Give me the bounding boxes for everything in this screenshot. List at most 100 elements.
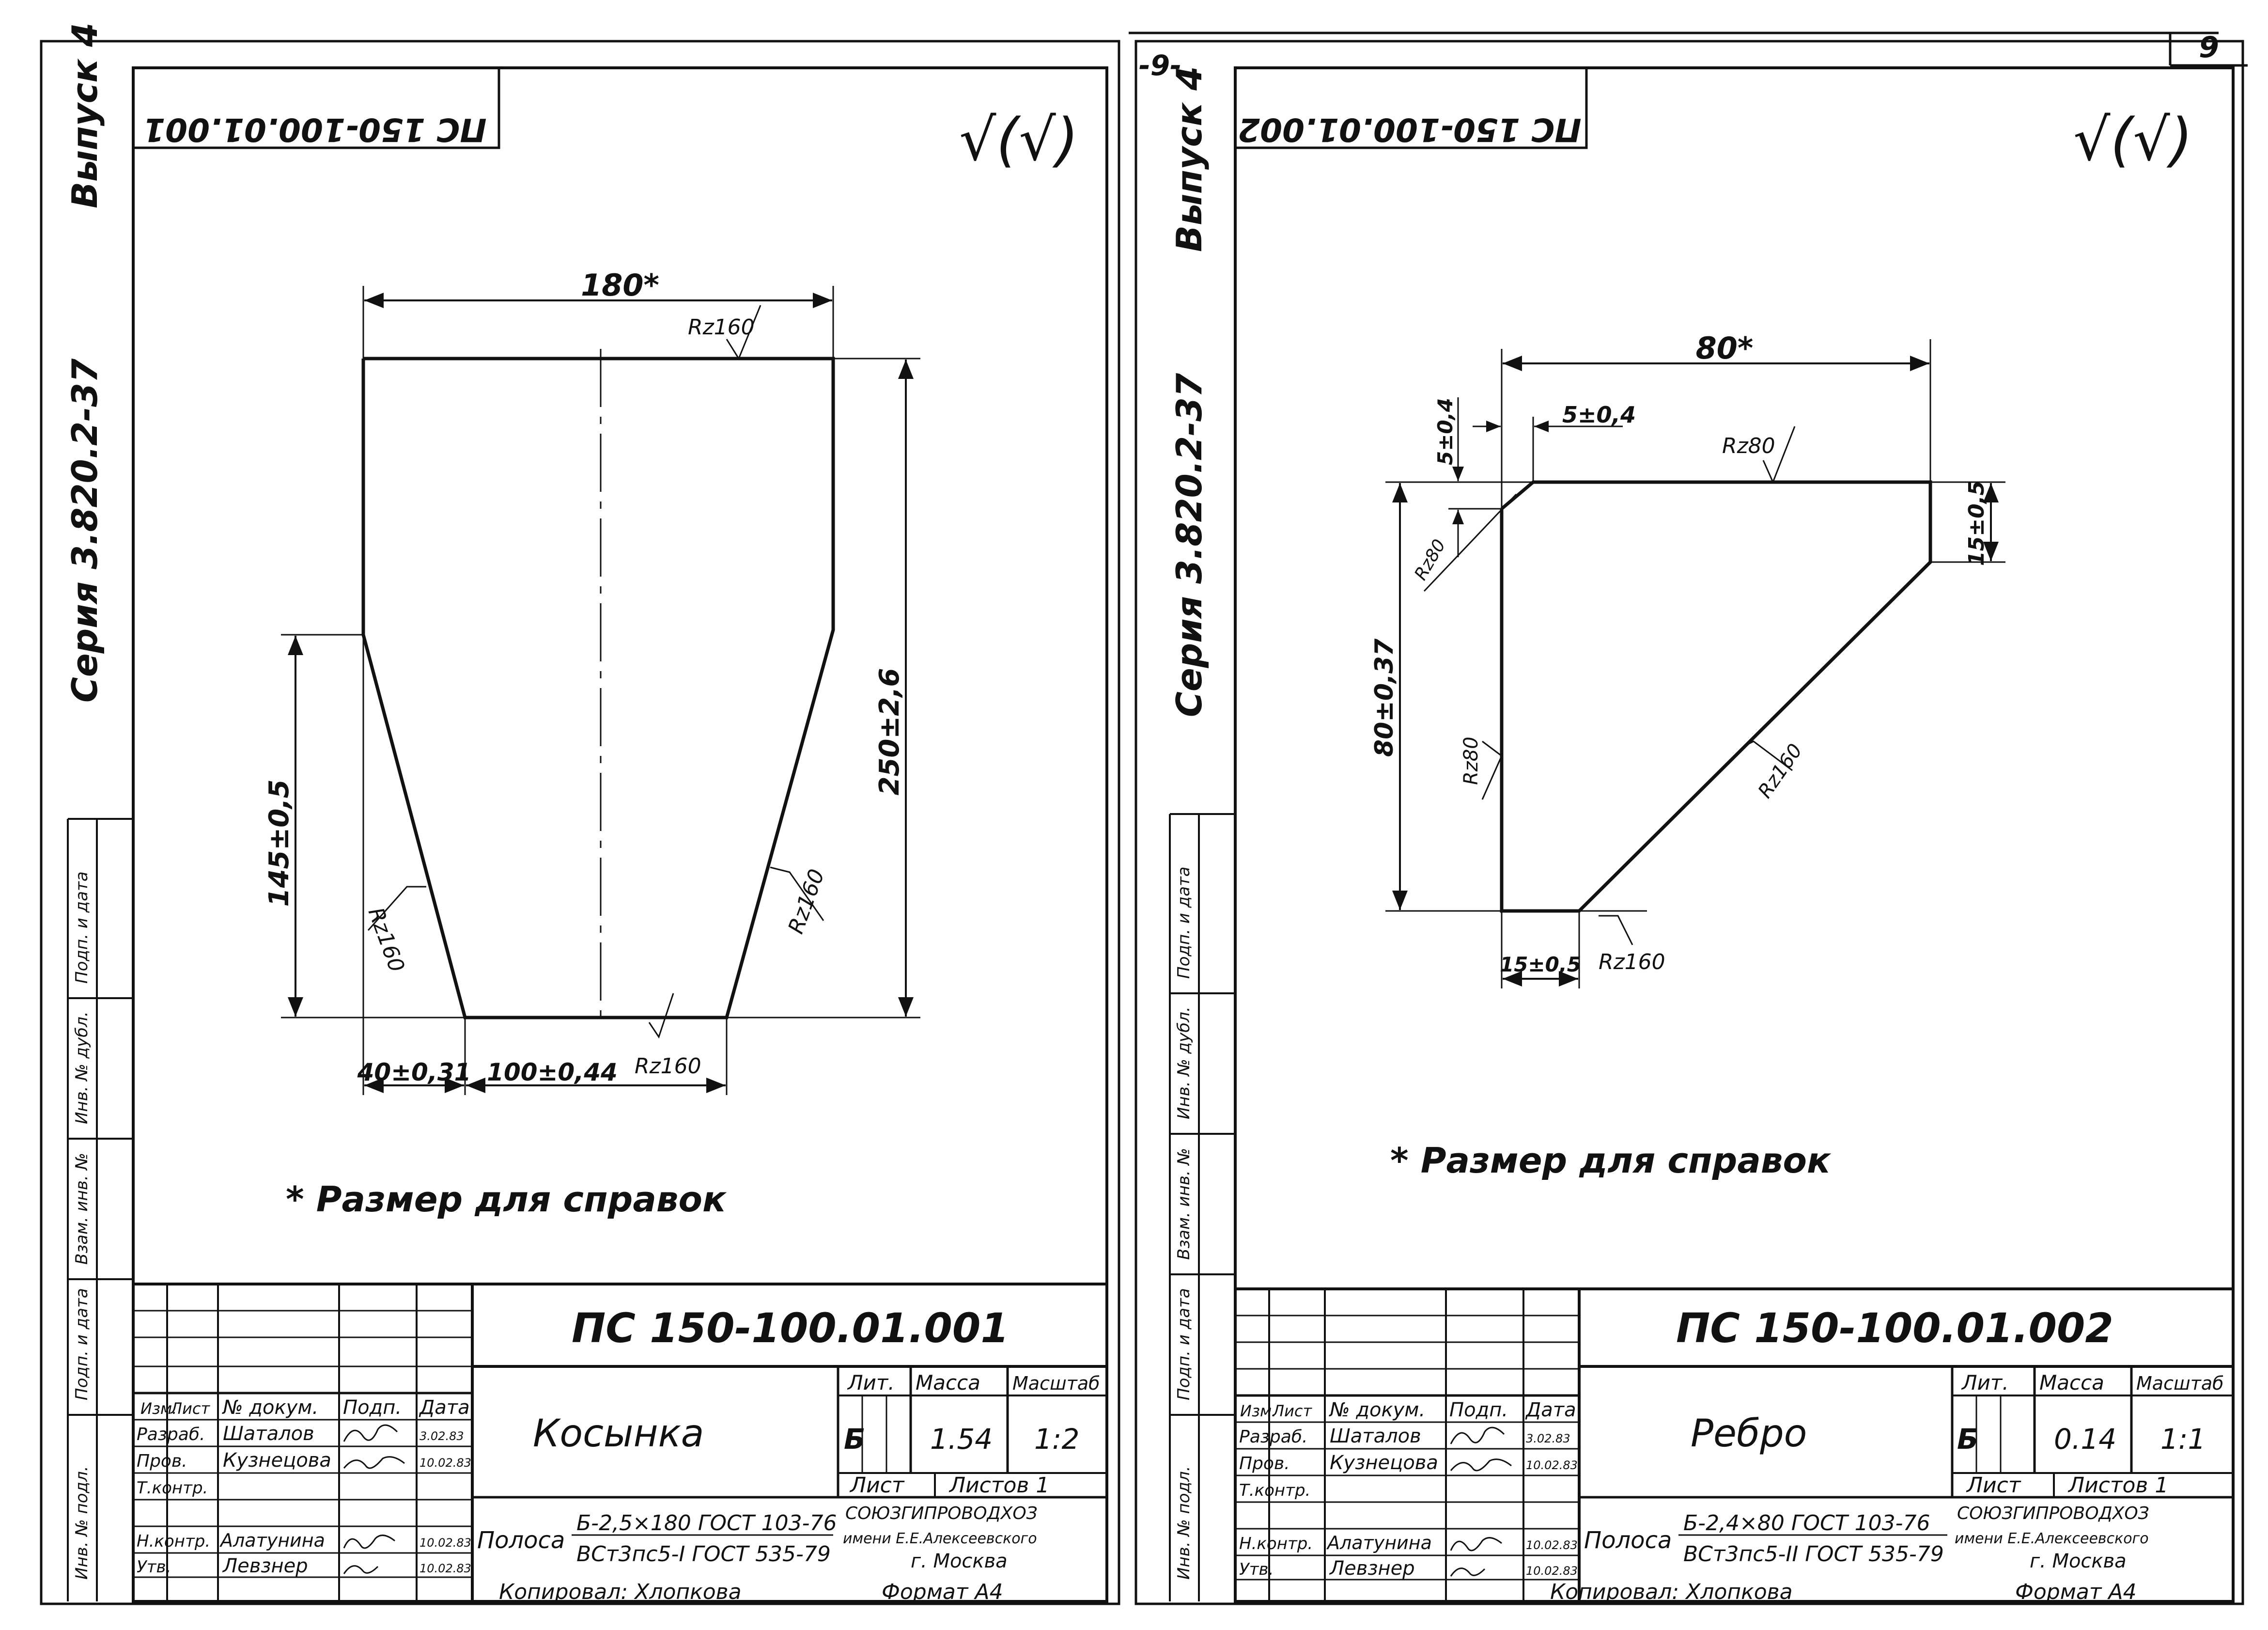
sheet-1-side-stamp: Инв. № подл. Подп. и дата Взам. инв. № И…	[64, 23, 133, 1601]
sheet-2-side-stamp: Инв. № подл. Подп. и дата Взам. инв. № И…	[1169, 66, 1235, 1601]
lit-value: Б	[844, 1423, 865, 1456]
side-series: Серия 3.820.2-37	[64, 359, 105, 703]
title-block-2: Изм. Лист № докум. Подп. Дата Разраб. Ша…	[1235, 1287, 2233, 1604]
org-3: г. Москва	[911, 1550, 1008, 1572]
org-1-2: СОЮЗГИПРОВОДХОЗ	[1957, 1504, 2149, 1523]
side-stamp-inv-dubl: Инв. № дубл.	[72, 1011, 92, 1124]
sheets-label-2: Листов 1	[2067, 1473, 2168, 1498]
col-mass: Масса	[916, 1371, 980, 1395]
title-block-1: Изм. Лист № докум. Подп. Дата Разраб. Ша…	[133, 1283, 1107, 1604]
signature-4	[343, 1535, 395, 1549]
side-stamp-podp-data-3: Подп. и дата	[1174, 1288, 1194, 1400]
dim-height-left-label: 145±0,5	[264, 779, 295, 907]
mass-value: 1.54	[930, 1423, 993, 1456]
side-series-2: Серия 3.820.2-37	[1169, 373, 1210, 717]
rz-diag: Rz160	[1754, 740, 1807, 802]
sheet-1: Инв. № подл. Подп. и дата Взам. инв. № И…	[40, 23, 1120, 1605]
hdr-sign-2: Подп.	[1449, 1399, 1508, 1421]
dim-height-left-label-2: 80±0,37	[1370, 638, 1399, 757]
side-stamp-inv-podl: Инв. № подл.	[72, 1466, 92, 1580]
note-reference-size-2: * Размер для справок	[1390, 1140, 1832, 1181]
sheet-2-outer-frame	[1134, 40, 2244, 1605]
hdr-izm-2: Изм.	[1240, 1402, 1276, 1420]
rz-top-2: Rz80	[1722, 434, 1775, 458]
rz-left-2: Rz80	[1460, 737, 1482, 785]
hdr-sign: Подп.	[343, 1396, 402, 1419]
rz-left: Rz160	[363, 904, 409, 975]
org-2-2: имени Е.Е.Алексеевского	[1955, 1530, 2149, 1547]
date-1-2: 3.02.83	[1526, 1432, 1570, 1445]
doc-code-2: ПС 150-100.01.002	[1676, 1304, 2113, 1352]
dim-chamfer-h-label: 5±0,4	[1562, 402, 1636, 428]
org-2: имени Е.Е.Алексеевского	[843, 1530, 1037, 1547]
hdr-list-2: Лист	[1272, 1402, 1312, 1420]
col-mass-2: Масса	[2039, 1371, 2104, 1395]
dim-chamfer-v-label: 5±0,4	[1433, 398, 1457, 465]
role-5-2: Утв.	[1239, 1560, 1274, 1579]
name-1: Шаталов	[223, 1423, 314, 1445]
hdr-izm: Изм.	[140, 1399, 177, 1418]
roughness-symbol-2: √(√)	[2073, 107, 2193, 174]
dim-bottom-left-label-2: 15±0,5	[1500, 953, 1581, 976]
page-number: 9	[2199, 31, 2219, 64]
part-name: Косынка	[533, 1412, 704, 1456]
copied-by: Копировал: Хлопкова	[499, 1580, 742, 1604]
role-2: Пров.	[137, 1451, 187, 1471]
sheet-2-inner-frame	[1234, 66, 2235, 1603]
role-1-2: Разраб.	[1239, 1427, 1307, 1447]
material-bottom: ВСт3пс5-I ГОСТ 535-79	[576, 1542, 831, 1567]
name-2: Кузнецова	[223, 1449, 331, 1472]
role-3: Т.контр.	[137, 1478, 208, 1498]
date-2-2: 10.02.83	[1526, 1458, 1578, 1472]
signature-5-2	[1450, 1567, 1486, 1577]
side-stamp-podp-data: Подп. и дата	[72, 1288, 92, 1400]
material-label: Полоса	[477, 1527, 565, 1554]
role-5: Утв.	[137, 1557, 171, 1577]
date-1: 3.02.83	[419, 1429, 464, 1443]
side-stamp-inv-dubl-2: Инв. № дубл.	[1174, 1006, 1194, 1119]
rz-bottom: Rz160	[635, 1054, 701, 1079]
material-label-2: Полоса	[1584, 1527, 1672, 1554]
mirrored-code-2: ПС 150-100.01.002	[1238, 111, 1581, 148]
copied-by-2: Копировал: Хлопкова	[1550, 1580, 1793, 1604]
rz-chamfer: Rz80	[1411, 536, 1449, 583]
sheet-1-inner-frame	[132, 66, 1108, 1603]
dim-height-right-label-2: 15±0,5	[1964, 481, 1989, 566]
role-3-2: Т.контр.	[1239, 1481, 1310, 1500]
date-2: 10.02.83	[419, 1456, 471, 1470]
part-outline-kosynka	[361, 357, 835, 1019]
name-5-2: Левзнер	[1329, 1557, 1415, 1580]
date-4-2: 10.02.83	[1526, 1538, 1578, 1552]
doc-code: ПС 150-100.01.001	[572, 1304, 1009, 1352]
part-name-2: Ребро	[1691, 1412, 1807, 1456]
side-stamp-inv-podl-2: Инв. № подл.	[1174, 1466, 1194, 1580]
material-top: Б-2,5×180 ГОСТ 103-76	[576, 1511, 837, 1536]
format-label-2: Формат А4	[2015, 1580, 2137, 1604]
col-lit: Лит.	[847, 1371, 895, 1395]
material-bottom-2: ВСт3пс5-II ГОСТ 535-79	[1683, 1542, 1944, 1567]
roughness-symbol: √(√)	[959, 107, 1079, 174]
note-reference-size: * Размер для справок	[286, 1179, 727, 1220]
dim-height-right-label: 250±2,6	[874, 668, 905, 795]
role-4: Н.контр.	[137, 1532, 210, 1551]
signature-5	[343, 1565, 379, 1574]
name-5: Левзнер	[222, 1555, 308, 1577]
side-stamp-podp-data-4: Подп. и дата	[1174, 866, 1194, 979]
col-scale-2: Масштаб	[2136, 1373, 2224, 1394]
scale-value-2: 1:1	[2160, 1423, 2206, 1456]
side-stamp-vzam-inv: Взам. инв. №	[72, 1153, 92, 1265]
dim-bottom-mid-label: 100±0,44	[487, 1058, 618, 1086]
role-1: Разраб.	[137, 1425, 205, 1444]
sheet-label-2: Лист	[1966, 1473, 2021, 1498]
hdr-doc-2: № докум.	[1329, 1399, 1425, 1421]
signature-4-2	[1450, 1537, 1502, 1552]
side-stamp-vzam-inv-2: Взам. инв. №	[1174, 1148, 1194, 1260]
signature-2-2	[1450, 1458, 1512, 1472]
mass-value-2: 0.14	[2054, 1423, 2116, 1456]
rz-bottom-2: Rz160	[1599, 950, 1665, 974]
col-scale: Масштаб	[1012, 1373, 1100, 1394]
material-top-2: Б-2,4×80 ГОСТ 103-76	[1683, 1511, 1930, 1536]
signature-1	[343, 1424, 398, 1442]
hdr-list: Лист	[170, 1399, 210, 1418]
org-1: СОЮЗГИПРОВОДХОЗ	[845, 1504, 1038, 1523]
